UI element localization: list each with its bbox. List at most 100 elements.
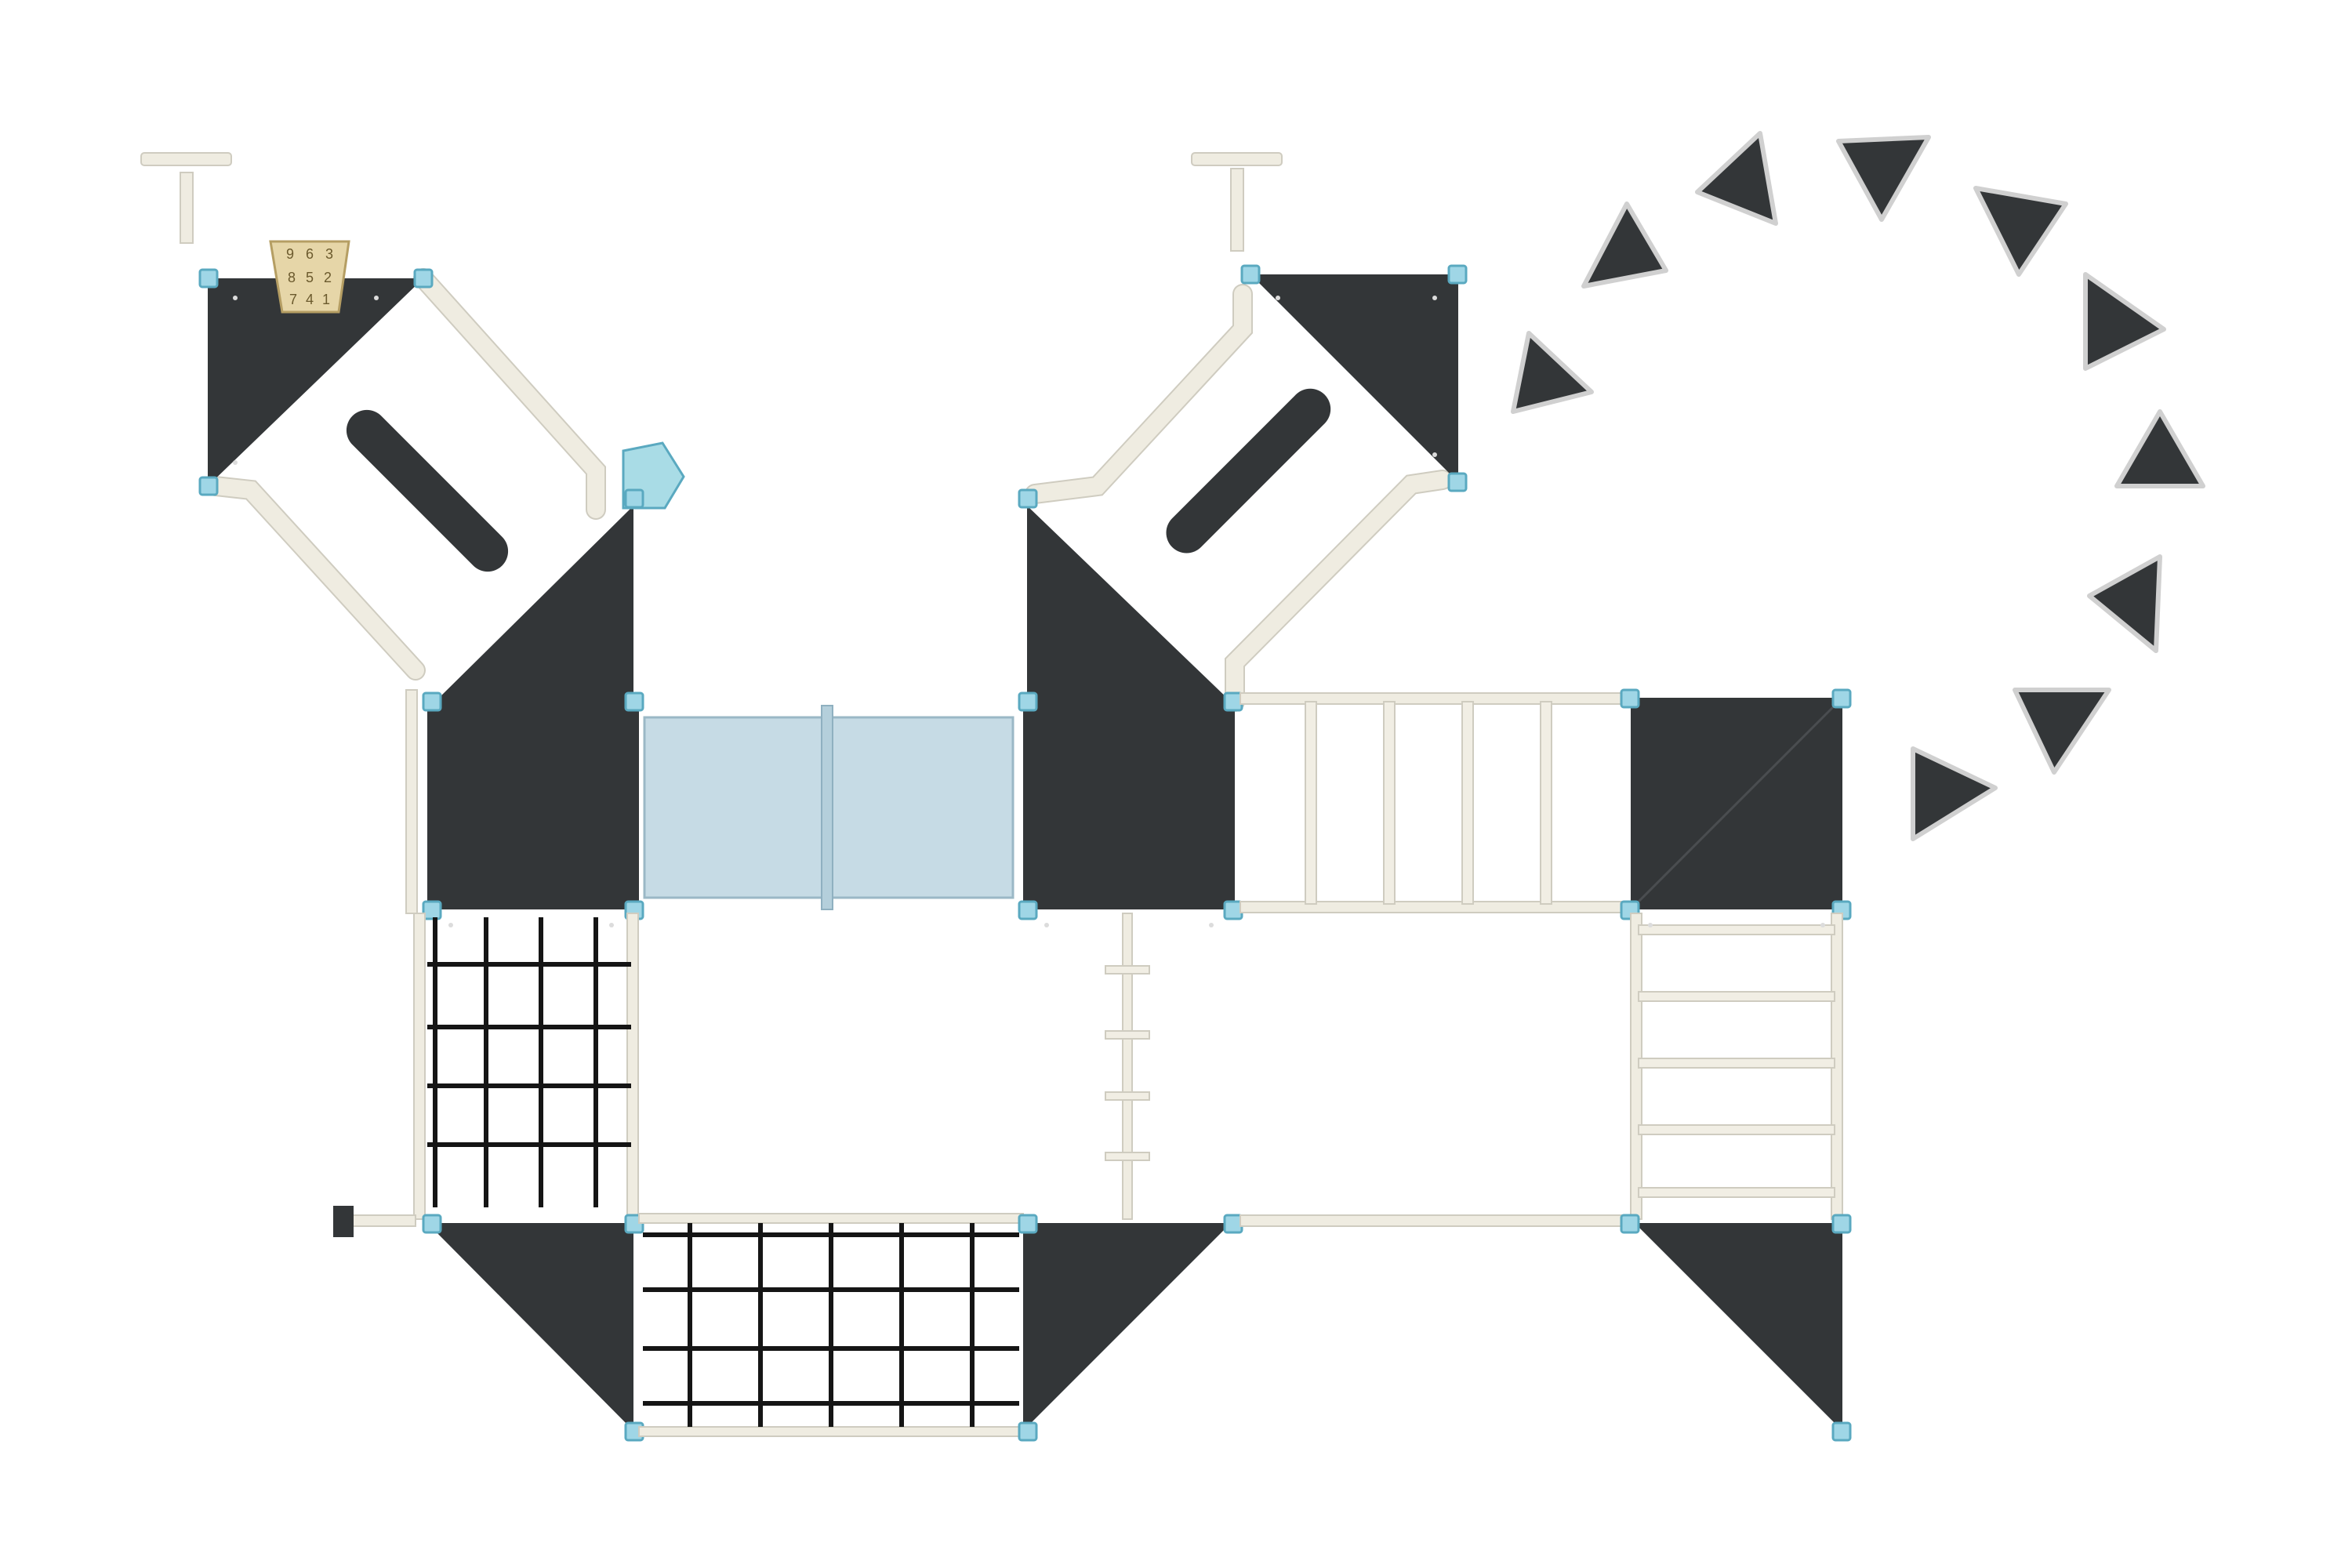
post	[422, 691, 442, 712]
left-tower-square-deck	[427, 702, 639, 909]
ladder-rung	[1461, 701, 1474, 905]
climbing-hold	[2087, 554, 2162, 653]
left-tower-side-rail	[405, 689, 418, 914]
post	[1620, 688, 1640, 709]
step-rung	[1105, 965, 1150, 975]
post	[1223, 1214, 1243, 1234]
sign-char-8: 4	[306, 292, 314, 307]
left-bench-plank	[346, 409, 509, 572]
net-frame-rail	[626, 913, 639, 1220]
right-bench-plank	[1166, 388, 1331, 554]
ladder-rung	[1638, 991, 1835, 1002]
sign-char-9: 1	[322, 292, 330, 307]
climbing-hold	[1836, 135, 1931, 222]
sign-char-2: 6	[306, 246, 314, 262]
post	[1223, 900, 1243, 920]
right-triangle-deck	[1250, 274, 1458, 482]
left-arm-rail-lower	[207, 477, 424, 679]
post	[1018, 488, 1038, 509]
step-rung	[1105, 1091, 1150, 1101]
right-diagonal-tower	[1025, 152, 1468, 712]
post	[1831, 688, 1852, 709]
post	[198, 476, 219, 496]
sign-char-7: 7	[289, 292, 297, 307]
post	[624, 488, 644, 509]
ladder-rung	[1540, 701, 1552, 905]
post	[422, 900, 442, 920]
post	[422, 1214, 442, 1234]
bottom-left-triangle-deck	[427, 1223, 633, 1431]
sign-char-5: 5	[306, 270, 314, 285]
post	[1831, 1214, 1852, 1234]
net-frame-rail	[413, 913, 426, 1220]
net-grid	[427, 917, 631, 1207]
right-tower	[1620, 688, 1852, 920]
climbing-hold	[2013, 688, 2111, 775]
post	[1223, 691, 1243, 712]
ladder-rung	[1638, 1187, 1835, 1198]
post	[1018, 900, 1038, 920]
bottom-center-triangle-deck	[1023, 1223, 1231, 1431]
left-tower-triangle-deck	[435, 506, 633, 702]
bottom-right-rail	[1240, 1214, 1629, 1227]
sign-char-3: 3	[325, 246, 333, 262]
tunnel-bridge	[643, 705, 1014, 910]
post	[1447, 472, 1468, 492]
left-support-pole	[180, 172, 194, 244]
left-arm-rail-upper	[415, 270, 604, 518]
left-base-plate	[140, 152, 232, 166]
right-base-plate	[1191, 152, 1283, 166]
post	[1240, 264, 1261, 285]
bottom-net-rail	[638, 1426, 1024, 1437]
climbing-hold	[1911, 746, 1998, 841]
sign-char-6: 2	[324, 270, 332, 285]
bottom-row	[333, 1206, 1852, 1442]
ladder-rail-bottom	[1240, 901, 1625, 913]
right-arm-rail-upper	[1026, 285, 1251, 503]
post	[1018, 691, 1038, 712]
vertical-ladder-right	[1630, 913, 1843, 1220]
climbing-hold	[1511, 331, 1594, 414]
post	[198, 268, 219, 289]
tunnel-joint	[821, 705, 833, 910]
right-arm-rail-lower	[1226, 471, 1451, 710]
step-rung	[1105, 1030, 1150, 1040]
ladder-rung	[1638, 1058, 1835, 1069]
left-diagonal-tower: 9 6 3 8 5 2 7 4 1	[140, 152, 606, 681]
bottom-left-entry-rail	[344, 1214, 416, 1227]
step-rung	[1105, 1152, 1150, 1161]
center-tower	[1018, 488, 1243, 920]
sign-char-1: 9	[286, 246, 294, 262]
bottom-net-rail	[638, 1213, 1024, 1224]
right-support-pole	[1230, 168, 1244, 252]
sign-char-4: 8	[288, 270, 296, 285]
ladder-rung	[1638, 1124, 1835, 1135]
post	[1620, 1214, 1640, 1234]
bottom-right-triangle-deck	[1635, 1223, 1842, 1431]
bottom-net-grid	[643, 1223, 1019, 1427]
bottom-left-panel	[333, 1206, 354, 1237]
horizontal-ladder-top	[1240, 692, 1625, 913]
left-triangle-deck	[208, 278, 423, 486]
climbing-hold	[2083, 272, 2166, 371]
post	[624, 691, 644, 712]
climbing-hold	[1973, 186, 2068, 277]
post	[413, 268, 434, 289]
post	[1447, 264, 1468, 285]
climbing-hold	[2114, 409, 2205, 488]
ladder-rung	[1383, 701, 1396, 905]
ladder-rung	[1638, 924, 1835, 935]
center-tower-square-deck	[1023, 702, 1235, 909]
post	[1018, 1421, 1038, 1442]
ladder-rung	[1305, 701, 1317, 905]
left-main-tower	[405, 441, 685, 920]
center-tower-triangle-deck	[1027, 506, 1231, 702]
climbing-hold	[1695, 131, 1778, 226]
center-step-ladder	[1105, 913, 1150, 1220]
right-tower-deck-seam	[1633, 700, 1840, 907]
climbing-holds-arc	[1511, 131, 2205, 841]
number-sign-panel	[269, 240, 350, 314]
step-ladder-pole	[1122, 913, 1133, 1220]
deck-bolts	[233, 296, 1825, 927]
